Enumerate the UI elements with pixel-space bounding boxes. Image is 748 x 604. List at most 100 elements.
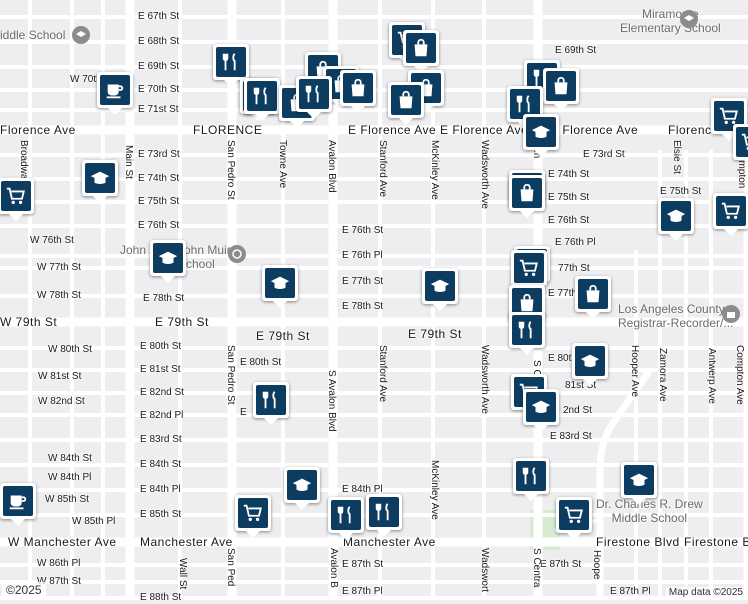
street-label: W 86th Pl (37, 558, 81, 569)
shopping-cart-icon[interactable] (733, 124, 748, 167)
government-icon[interactable] (722, 305, 740, 323)
street-label: E 84th Pl (342, 484, 383, 495)
miramonte-label[interactable]: Miramonte Elementary School (620, 7, 721, 35)
street-label: E 81st St (140, 364, 181, 375)
registrar-label[interactable]: Los Angeles County Registrar-Recorder/..… (618, 302, 734, 330)
street-label: Compton Ave (734, 345, 745, 405)
street-label: San Pedro St (225, 140, 236, 200)
street-label: Hooper Ave (629, 345, 640, 398)
middle-school-label[interactable]: iddle School (0, 28, 66, 42)
school-icon[interactable] (284, 467, 320, 510)
street-label: Hoope (591, 550, 602, 580)
street-label: E 75th St (548, 192, 590, 203)
shopping-cart-icon[interactable] (713, 193, 748, 236)
street-label: E 71st St (138, 104, 179, 115)
street-label: W 80th St (48, 344, 92, 355)
shopping-cart-icon[interactable] (235, 495, 271, 538)
restaurant-icon[interactable] (513, 458, 549, 501)
street-label: E (240, 407, 247, 418)
school-icon[interactable] (72, 26, 90, 44)
street-label: W 84th St (48, 453, 92, 464)
school-icon[interactable] (262, 265, 298, 308)
shopping-bag-icon[interactable] (543, 68, 579, 111)
street-label: Antwerp Ave (706, 348, 717, 404)
map-attribution: Map data ©2025 (665, 587, 746, 598)
street-label: Wadsworth Ave (479, 140, 490, 209)
street-label: E 82nd Pl (140, 410, 184, 421)
street-label: E 87th St (342, 559, 384, 570)
street-label: E 67th St (138, 11, 180, 22)
school-icon[interactable] (523, 389, 559, 432)
copyright-corner: ©2025 (2, 582, 46, 598)
restaurant-icon[interactable] (296, 76, 332, 119)
street-label: E 80th St (240, 357, 282, 368)
shopping-bag-icon[interactable] (340, 70, 376, 113)
street-label: E 74th St (548, 169, 590, 180)
street-label: Wadsworth Ave (479, 345, 490, 414)
street-label: 2nd St (563, 405, 592, 416)
street-label: E 73rd St (583, 149, 625, 160)
cafe-icon[interactable] (0, 483, 36, 526)
street-label: E 79th St (408, 327, 462, 341)
street-label: E 69th St (138, 61, 180, 72)
street-label: Wall St (177, 558, 188, 590)
street-label: E 82nd St (140, 387, 184, 398)
shopping-bag-icon[interactable] (509, 175, 545, 218)
street-label: McKinley Ave (429, 460, 440, 520)
street-label: McKinley Ave (429, 140, 440, 200)
street-label: W 79th St (0, 315, 58, 329)
street-label: W 70th (70, 74, 102, 85)
restaurant-icon[interactable] (328, 497, 364, 540)
street-label: Stanford Ave (377, 345, 388, 403)
street-label: Firestone B (684, 535, 748, 549)
street-label: E 77th St (342, 276, 384, 287)
street-label: Manchester Ave (140, 535, 233, 549)
school-icon[interactable] (422, 268, 458, 311)
john-label[interactable]: John (120, 243, 147, 257)
street-label: W 85th Pl (72, 516, 116, 527)
street-label: W 78th St (37, 290, 81, 301)
street-label: E 75th St (138, 196, 180, 207)
street-label: E 80th (548, 353, 577, 364)
street-label: E 74th St (138, 173, 180, 184)
school-icon[interactable] (680, 10, 698, 28)
street-label: W 82nd St (38, 396, 85, 407)
street-label: E 76th Pl (342, 250, 383, 261)
shopping-cart-icon[interactable] (556, 497, 592, 540)
restaurant-icon[interactable] (366, 494, 402, 537)
street-label: E 75th St (660, 186, 702, 197)
restaurant-icon[interactable] (213, 44, 249, 87)
school-icon[interactable] (621, 462, 657, 505)
school-icon[interactable] (82, 160, 118, 203)
street-label: S Centra (531, 548, 542, 588)
street-label: E 77th (548, 288, 577, 299)
street-label: Firestone Blvd (596, 535, 680, 549)
drew-school-label[interactable]: Dr. Charles R. Drew Middle School (596, 497, 703, 525)
shopping-cart-icon[interactable] (511, 250, 547, 293)
street-label: E 79th St (155, 315, 209, 329)
restaurant-icon[interactable] (253, 382, 289, 425)
school-icon[interactable] (150, 240, 186, 283)
street-label: E 83rd St (140, 434, 182, 445)
shopping-bag-icon[interactable] (403, 30, 439, 73)
school-icon[interactable] (572, 343, 608, 386)
street-label: San Pedro St (225, 345, 236, 405)
street-label: W 85th St (45, 494, 89, 505)
cafe-icon[interactable] (97, 72, 133, 115)
shopping-cart-icon[interactable] (0, 178, 34, 221)
shopping-bag-icon[interactable] (388, 82, 424, 125)
street-label: Elsie St (671, 140, 682, 174)
school-icon[interactable] (658, 198, 694, 241)
restaurant-icon[interactable] (244, 78, 280, 121)
shopping-bag-icon[interactable] (575, 276, 611, 319)
street-label: E 76th St (548, 215, 590, 226)
shopping-cart-icon[interactable] (711, 98, 747, 141)
street-label: Main St (123, 145, 134, 179)
school-icon[interactable] (523, 114, 559, 157)
restaurant-icon[interactable] (509, 312, 545, 355)
street-label: FLORENCE (193, 123, 263, 137)
street-label: E 80th St (140, 341, 182, 352)
street-label: Stanford Ave (377, 140, 388, 198)
school-icon[interactable] (228, 245, 246, 263)
street-label: E Florence Ave (348, 123, 437, 137)
